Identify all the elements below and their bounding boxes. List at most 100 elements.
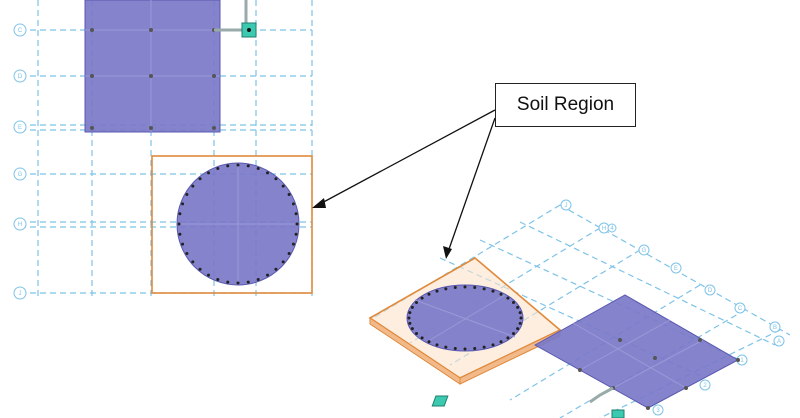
edge-node — [181, 242, 185, 246]
edge-node — [198, 267, 202, 271]
grid-bubble-label: D — [18, 74, 23, 80]
grid-bubble-label: 1 — [740, 358, 744, 364]
edge-node — [185, 193, 189, 196]
iso-circular-footing[interactable] — [406, 284, 524, 352]
arrow-to-plan-soil — [317, 109, 496, 206]
edge-node — [178, 212, 182, 216]
edge-node — [427, 292, 431, 296]
column-support-icon[interactable] — [431, 386, 625, 418]
edge-node — [256, 277, 260, 281]
grid-bubble-label: G — [642, 248, 647, 254]
grid-bubble-label: A — [777, 339, 781, 345]
grid-bubble-label: G — [18, 172, 23, 178]
grid-bubble-label: J — [19, 291, 22, 297]
edge-node — [207, 171, 210, 175]
plan-grid-bubbles: C D E G H J — [13, 23, 27, 300]
edge-node — [291, 242, 295, 246]
edge-node — [287, 193, 291, 196]
grid-bubble-label: E — [674, 266, 678, 272]
grid-bubble-j: J — [13, 286, 27, 300]
edge-node — [473, 347, 477, 351]
edge-node — [516, 327, 520, 331]
plan-circular-footing[interactable] — [176, 162, 300, 286]
edge-node — [482, 345, 486, 349]
edge-node — [408, 321, 412, 325]
edge-node — [281, 260, 285, 264]
footing-edge-nodes — [177, 163, 299, 285]
edge-node — [518, 321, 522, 325]
edge-node — [511, 301, 515, 304]
edge-node — [491, 343, 495, 347]
grid-bubble-label: 4 — [610, 226, 614, 232]
grid-bubble-label: E — [18, 125, 22, 131]
edge-node — [435, 343, 439, 347]
edge-node — [473, 285, 477, 289]
edge-node — [499, 292, 503, 296]
edge-node — [256, 167, 260, 171]
edge-node — [463, 347, 467, 351]
plan-soil-region[interactable] — [151, 155, 313, 294]
edge-node — [482, 287, 486, 291]
grid-bubble-label: H — [602, 226, 606, 232]
edge-node — [444, 345, 448, 349]
edge-node — [427, 340, 431, 344]
edge-node — [294, 212, 298, 216]
grid-bubble-h: H — [13, 217, 27, 231]
edge-node — [410, 327, 414, 331]
edge-node — [506, 336, 510, 340]
edge-node — [294, 232, 298, 236]
edge-node — [410, 305, 414, 309]
edge-node — [415, 301, 419, 304]
edge-node — [463, 285, 467, 289]
plan-rectangular-slab[interactable] — [84, 0, 221, 133]
grid-bubble-label: J — [565, 203, 568, 209]
edge-node — [506, 296, 510, 300]
footing-edge-nodes — [407, 285, 523, 351]
callout-label: Soil Region — [516, 94, 615, 115]
grid-bubble-c: C — [13, 23, 27, 37]
edge-node — [274, 267, 278, 271]
grid-bubble-label: B — [773, 325, 777, 331]
grid-bubble-label: D — [708, 288, 713, 294]
edge-node — [420, 296, 424, 300]
arrow-to-iso-soil — [447, 117, 496, 253]
edge-node — [453, 347, 457, 351]
edge-node — [287, 252, 291, 255]
edge-node — [295, 222, 299, 226]
edge-node — [408, 311, 412, 315]
soil-region-callout: Soil Region — [495, 83, 636, 127]
edge-node — [407, 316, 411, 320]
edge-node — [236, 281, 240, 285]
edge-node — [191, 184, 195, 188]
iso-rectangular-slab[interactable] — [533, 294, 740, 410]
edge-node — [274, 177, 278, 181]
grid-bubble-g: G — [13, 167, 27, 181]
edge-node — [291, 202, 295, 206]
edge-node — [453, 285, 457, 289]
edge-node — [511, 332, 515, 335]
edge-node — [246, 164, 250, 168]
edge-node — [516, 305, 520, 309]
edge-node — [236, 163, 240, 167]
edge-node — [207, 273, 210, 277]
edge-node — [198, 177, 202, 181]
edge-node — [181, 202, 185, 206]
edge-node — [281, 184, 285, 188]
edge-node — [499, 340, 503, 344]
edge-node — [266, 273, 269, 277]
grid-bubble-d: D — [13, 69, 27, 83]
edge-node — [226, 164, 230, 168]
column-support-icon[interactable] — [214, 0, 257, 38]
grid-bubble-label: C — [738, 306, 743, 312]
edge-node — [435, 289, 439, 293]
edge-node — [420, 336, 424, 340]
edge-node — [177, 222, 181, 226]
edge-node — [518, 311, 522, 315]
grid-bubble-label: 2 — [703, 383, 707, 389]
edge-node — [226, 280, 230, 284]
edge-node — [444, 287, 448, 291]
edge-node — [246, 280, 250, 284]
edge-node — [519, 316, 523, 320]
